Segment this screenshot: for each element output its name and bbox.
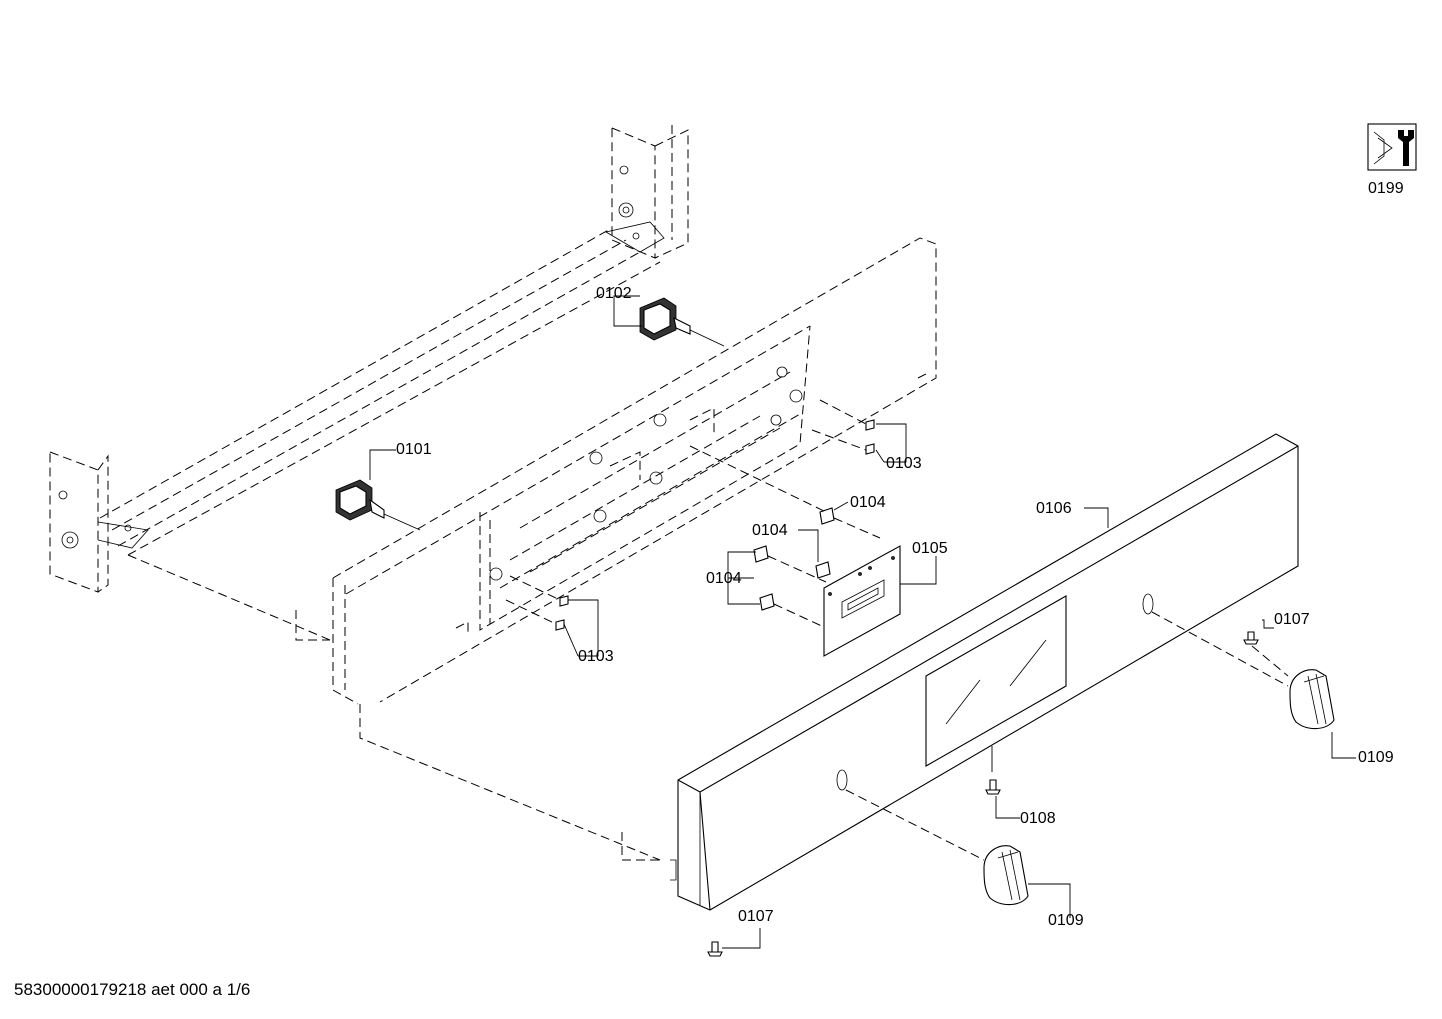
label-0104-a: 0104 [850, 494, 886, 511]
label-0104-c: 0104 [706, 570, 742, 587]
spacers-0104 [689, 445, 881, 629]
selector-switch-0101 [335, 479, 421, 531]
label-0103-top: 0103 [886, 455, 922, 472]
footer-reference: 58300000179218 aet 000 a 1/6 [14, 980, 251, 999]
label-0106: 0106 [1036, 500, 1072, 517]
label-0101: 0101 [396, 441, 432, 458]
leader-lines [369, 295, 1356, 949]
wrench-icon [1367, 123, 1417, 171]
label-0104-b: 0104 [752, 522, 788, 539]
screws-0107-0108 [707, 631, 1289, 957]
label-0108: 0108 [1020, 810, 1056, 827]
label-0109-bottom: 0109 [1048, 912, 1084, 929]
electronic-module-0105 [823, 545, 901, 657]
part-labels: 0101 0102 0103 0103 0104 0104 0104 0105 … [396, 180, 1404, 929]
label-0102: 0102 [596, 285, 632, 302]
label-0199: 0199 [1368, 180, 1404, 197]
control-fascia-0106 [670, 433, 1299, 911]
control-knobs-0109 [845, 611, 1335, 906]
label-0107-right: 0107 [1274, 611, 1310, 628]
mounting-rail [49, 125, 689, 641]
label-0109-right: 0109 [1358, 749, 1394, 766]
label-0103-bottom: 0103 [578, 648, 614, 665]
rear-panel [332, 237, 937, 861]
screws-0103 [505, 399, 875, 631]
label-0105: 0105 [912, 540, 948, 557]
selector-switch-0102 [639, 297, 725, 347]
label-0107-bottom: 0107 [738, 908, 774, 925]
